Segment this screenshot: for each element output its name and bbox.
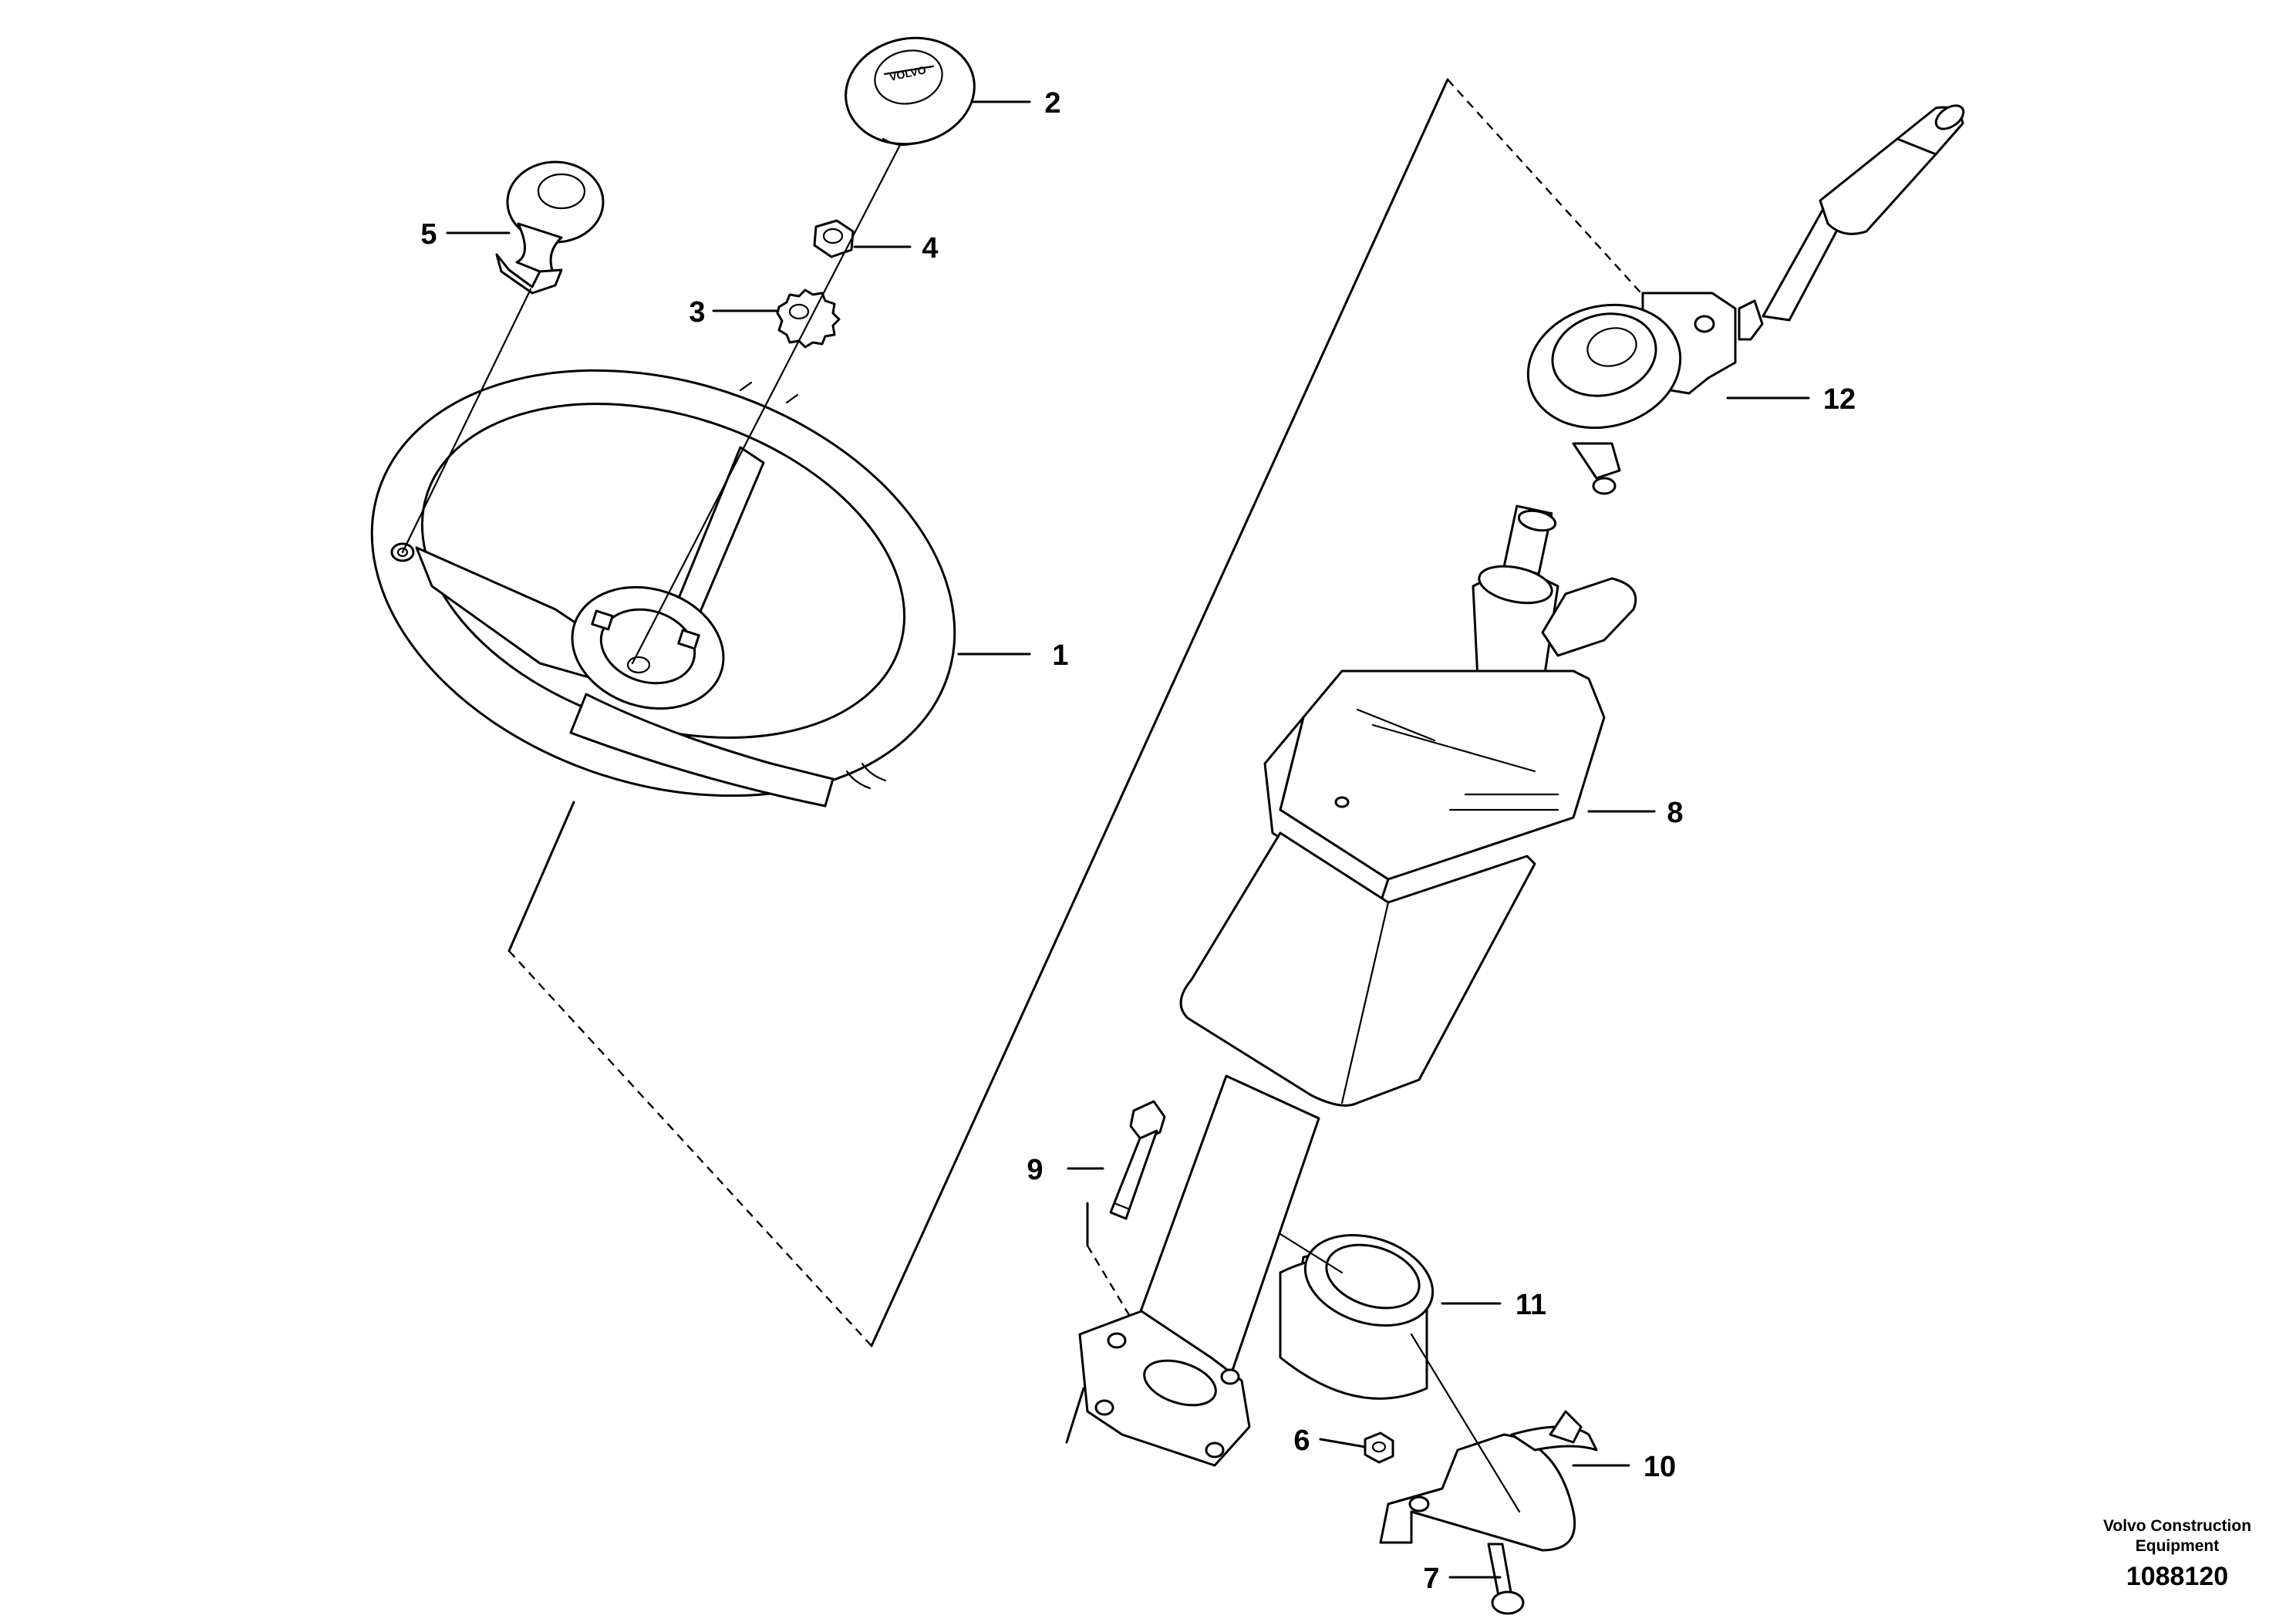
callout-4: 4 (922, 232, 938, 265)
callout-11: 11 (1515, 1289, 1546, 1321)
assembly-boundary (507, 78, 1647, 1444)
callouts: 1 2 3 4 5 6 7 8 9 10 11 12 (420, 87, 1856, 1595)
callout-2: 2 (1044, 87, 1060, 120)
credit-line-2: Equipment (2136, 1537, 2220, 1555)
callout-7: 7 (1423, 1563, 1439, 1595)
flange-bolt (1109, 1100, 1166, 1220)
callout-9: 9 (1027, 1154, 1043, 1186)
spinner-knob (401, 160, 605, 554)
rubber-bushing (1279, 1233, 1435, 1400)
hex-nut (813, 219, 855, 258)
clamp-bracket (1379, 1333, 1598, 1552)
cap-axis-line (631, 142, 902, 665)
credit-block: Volvo Construction Equipment 1088120 (2103, 1517, 2251, 1591)
callout-12: 12 (1823, 383, 1856, 416)
callout-6: 6 (1293, 1425, 1310, 1457)
steering-column (1078, 504, 1637, 1467)
stalk-switch (1526, 104, 1965, 495)
callout-1: 1 (1052, 639, 1068, 672)
callout-8: 8 (1667, 797, 1683, 829)
callout-10: 10 (1644, 1451, 1676, 1483)
leader-lines (446, 100, 1810, 1579)
small-nut (1364, 1431, 1394, 1464)
lock-washer (776, 288, 841, 349)
credit-line-1: Volvo Construction (2103, 1517, 2251, 1535)
steering-wheel (370, 369, 956, 808)
small-screw (1487, 1543, 1525, 1615)
callout-3: 3 (689, 296, 705, 329)
horn-cap: VOLVO (845, 36, 976, 147)
callout-5: 5 (420, 218, 437, 251)
reference-number: 1088120 (2126, 1562, 2228, 1591)
